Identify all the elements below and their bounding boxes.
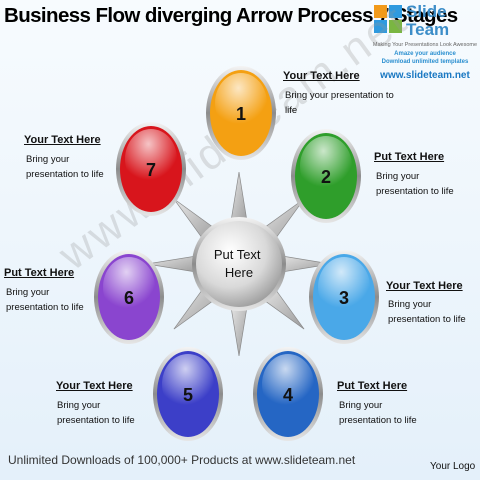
stage-5-text: Bring your presentation to life [57, 400, 135, 426]
center-text: Put Text Here [214, 247, 264, 280]
stage-3-circle: 3 [309, 250, 379, 344]
footer-text: Unlimited Downloads of 100,000+ Products… [8, 453, 356, 467]
stage-7-heading: Your Text Here [24, 134, 101, 146]
stage-2-circle: 2 [291, 129, 361, 223]
stage-4-heading: Put Text Here [337, 380, 408, 392]
center-circle [192, 217, 286, 311]
stage-3-number: 3 [339, 288, 349, 308]
stage-1-text: Bring your presentation to life [285, 90, 394, 116]
logo-promo-download: Download unlimited templates [381, 59, 469, 65]
logo-promo-amaze: Amaze your audience [394, 51, 456, 57]
stage-6-number: 6 [124, 288, 134, 308]
stage-3-heading: Your Text Here [386, 280, 463, 292]
star-spike [229, 302, 249, 357]
stage-5-circle: 5 [153, 347, 223, 441]
stage-1-number: 1 [236, 104, 246, 124]
stage-5-heading: Your Text Here [56, 380, 133, 392]
logo-mark-icon [374, 5, 402, 33]
stage-6-circle: 6 [94, 250, 164, 344]
stage-5-number: 5 [183, 385, 193, 405]
page-title: Business Flow diverging Arrow Process 7 … [4, 4, 458, 27]
stage-4-number: 4 [283, 385, 293, 405]
stage-1-circle: 1 [206, 66, 276, 160]
star-spike [229, 171, 249, 226]
stage-2-text: Bring your presentation to life [376, 171, 454, 197]
slideteam-logo: Slide Team Making Your Presentations Loo… [372, 2, 478, 81]
stage-4-text: Bring your presentation to life [339, 400, 417, 426]
stage-4-circle: 4 [253, 347, 323, 441]
stage-6-text: Bring your presentation to life [6, 287, 84, 313]
stage-7-circle: 7 [116, 122, 186, 216]
stage-3-text: Bring your presentation to life [388, 299, 466, 325]
stage-7-number: 7 [146, 160, 156, 180]
logo-url: www.slideteam.net [380, 70, 470, 81]
stage-7-text: Bring your presentation to life [26, 154, 104, 180]
stage-1-heading: Your Text Here [283, 70, 360, 82]
stage-2-heading: Put Text Here [374, 151, 445, 163]
logo-word-team: Team [406, 20, 450, 39]
logo-word-slide: Slide [406, 2, 447, 21]
stage-6-heading: Put Text Here [4, 267, 75, 279]
logo-tagline: Making Your Presentations Look Awesome [372, 42, 478, 48]
stage-2-number: 2 [321, 167, 331, 187]
your-logo-label: Your Logo [430, 461, 476, 472]
